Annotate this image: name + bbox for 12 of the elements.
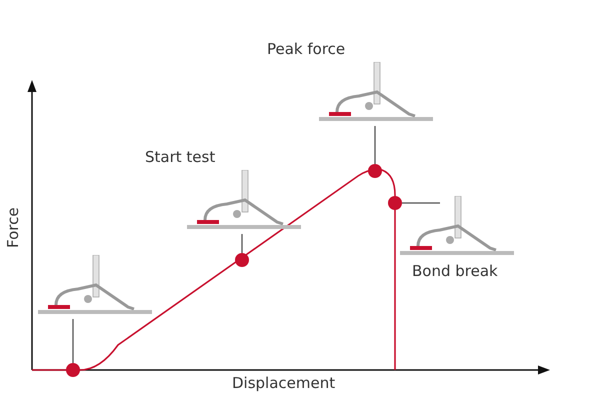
- axis-title: Force: [4, 207, 22, 248]
- step-caption: Bond break: [412, 262, 498, 280]
- data-point: [66, 363, 80, 377]
- step-caption: Peak force: [267, 40, 346, 58]
- data-point: [388, 196, 402, 210]
- data-point: [235, 253, 249, 267]
- data-point: [368, 164, 382, 178]
- leader-line: [374, 126, 376, 164]
- axis-title: Displacement: [232, 374, 336, 392]
- leader-line: [72, 318, 74, 364]
- leader-line: [402, 202, 440, 204]
- step-caption: Start test: [145, 148, 216, 166]
